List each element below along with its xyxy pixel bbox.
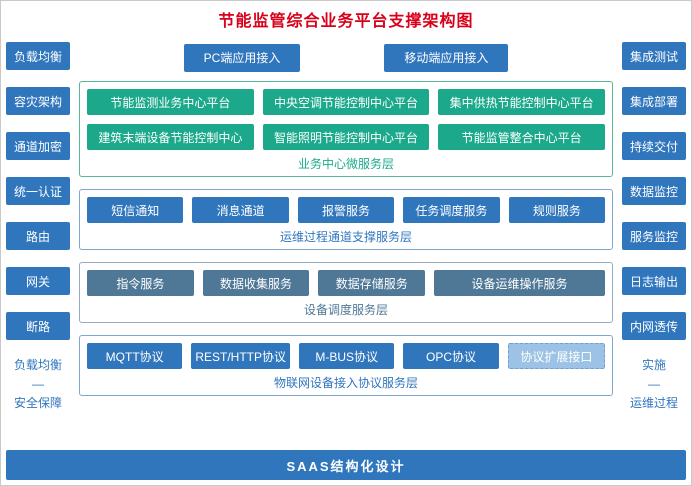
left-panel: 负载均衡 容灾架构 通道加密 统一认证 路由 网关 断路 负载均衡 — 安全保障 [6, 42, 70, 442]
left-panel-footer: 负载均衡 — 安全保障 [6, 356, 70, 413]
right-footer-bottom: 运维过程 [629, 396, 678, 410]
iot-node: OPC协议 [403, 343, 499, 369]
left-panel-item: 网关 [6, 267, 70, 295]
right-panel-footer: 实施 — 运维过程 [622, 356, 686, 413]
business-layer-row: 节能监测业务中心平台 中央空调节能控制中心平台 集中供热节能控制中心平台 [87, 89, 606, 115]
right-panel-item: 集成部署 [622, 87, 686, 115]
left-footer-top: 负载均衡 [13, 358, 62, 372]
channel-node: 规则服务 [508, 197, 606, 223]
left-panel-item: 负载均衡 [6, 42, 70, 70]
right-panel-item: 集成测试 [622, 42, 686, 70]
device-node: 数据收集服务 [202, 270, 310, 296]
business-node: 节能监测业务中心平台 [87, 89, 254, 115]
right-panel-boxes: 集成测试 集成部署 持续交付 数据监控 服务监控 日志输出 内网透传 [622, 42, 686, 340]
device-layer-row: 指令服务 数据收集服务 数据存储服务 设备运维操作服务 [87, 270, 605, 296]
left-footer-bottom: 安全保障 [13, 396, 62, 410]
business-layer-caption: 业务中心微服务层 [297, 157, 394, 171]
channel-node: 消息通道 [192, 197, 289, 223]
right-panel: 集成测试 集成部署 持续交付 数据监控 服务监控 日志输出 内网透传 实施 — … [622, 42, 686, 442]
business-node: 中央空调节能控制中心平台 [262, 89, 430, 115]
left-panel-item: 通道加密 [6, 132, 70, 160]
right-panel-item: 日志输出 [622, 267, 686, 295]
protocol-extension-node: 协议扩展接口 [507, 343, 605, 369]
right-panel-item: 持续交付 [622, 132, 686, 160]
device-layer: 指令服务 数据收集服务 数据存储服务 设备运维操作服务 设备调度服务层 [79, 262, 613, 323]
mobile-access-node: 移动端应用接入 [384, 44, 509, 72]
saas-bottom-bar: SAAS结构化设计 [6, 450, 686, 480]
pc-access-node: PC端应用接入 [183, 44, 301, 72]
channel-node: 短信通知 [87, 197, 184, 223]
right-footer-divider: — [648, 377, 660, 391]
diagram-body: 负载均衡 容灾架构 通道加密 统一认证 路由 网关 断路 负载均衡 — 安全保障… [6, 42, 686, 442]
channel-layer: 短信通知 消息通道 报警服务 任务调度服务 规则服务 运维过程通道支撑服务层 [79, 189, 613, 250]
right-panel-item: 数据监控 [622, 177, 686, 205]
business-node: 集中供热节能控制中心平台 [438, 89, 606, 115]
access-layer: PC端应用接入 移动端应用接入 [79, 44, 613, 72]
business-node: 节能监管整合中心平台 [438, 124, 606, 150]
right-footer-top: 实施 [641, 358, 666, 372]
iot-layer-row: MQTT协议 REST/HTTP协议 M-BUS协议 OPC协议 协议扩展接口 [87, 343, 605, 369]
right-panel-item: 服务监控 [622, 222, 686, 250]
channel-node: 报警服务 [297, 197, 395, 223]
business-layer-row: 建筑末端设备节能控制中心 智能照明节能控制中心平台 节能监管整合中心平台 [87, 124, 606, 150]
channel-node: 任务调度服务 [403, 197, 500, 223]
iot-node: REST/HTTP协议 [191, 343, 290, 369]
iot-layer: MQTT协议 REST/HTTP协议 M-BUS协议 OPC协议 协议扩展接口 … [79, 335, 613, 396]
left-panel-boxes: 负载均衡 容灾架构 通道加密 统一认证 路由 网关 断路 [6, 42, 70, 340]
iot-node: MQTT协议 [87, 343, 183, 369]
center-panel: PC端应用接入 移动端应用接入 节能监测业务中心平台 中央空调节能控制中心平台 … [79, 42, 613, 442]
device-layer-caption: 设备调度服务层 [303, 303, 388, 317]
left-panel-item: 容灾架构 [6, 87, 70, 115]
device-node: 设备运维操作服务 [434, 270, 605, 296]
business-node: 智能照明节能控制中心平台 [262, 124, 430, 150]
left-panel-item: 路由 [6, 222, 70, 250]
left-panel-item: 统一认证 [6, 177, 70, 205]
iot-layer-caption: 物联网设备接入协议服务层 [273, 376, 418, 390]
business-layer: 节能监测业务中心平台 中央空调节能控制中心平台 集中供热节能控制中心平台 建筑末… [79, 81, 613, 177]
right-panel-item: 内网透传 [622, 312, 686, 340]
left-footer-divider: — [32, 377, 44, 391]
business-node: 建筑末端设备节能控制中心 [87, 124, 254, 150]
left-panel-item: 断路 [6, 312, 70, 340]
page-title: 节能监管综合业务平台支撑架构图 [218, 13, 474, 30]
device-node: 指令服务 [87, 270, 194, 296]
channel-layer-caption: 运维过程通道支撑服务层 [279, 230, 412, 244]
channel-layer-row: 短信通知 消息通道 报警服务 任务调度服务 规则服务 [87, 197, 606, 223]
iot-node: M-BUS协议 [299, 343, 395, 369]
device-node: 数据存储服务 [318, 270, 426, 296]
